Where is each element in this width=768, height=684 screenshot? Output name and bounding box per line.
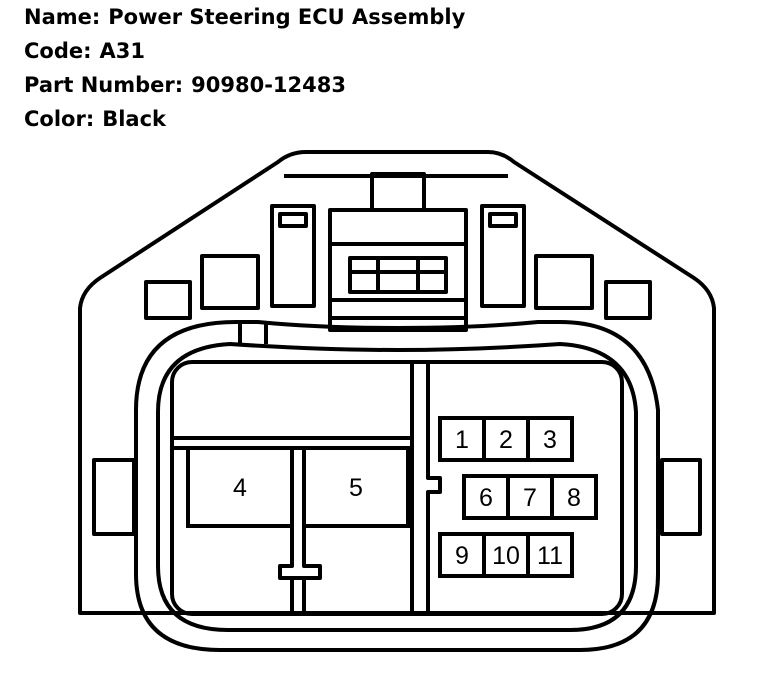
name-value: Power Steering ECU Assembly	[108, 5, 466, 29]
connector-housing-outline	[78, 150, 716, 615]
name-label: Name:	[24, 5, 101, 29]
color-value: Black	[102, 107, 167, 131]
latch-top	[370, 172, 426, 210]
part-number-value: 90980-12483	[191, 73, 346, 97]
pin-label-9: 9	[455, 542, 469, 570]
upper-tab-right-slot	[488, 212, 518, 228]
pin-label-1: 1	[455, 426, 469, 454]
name-row: Name: Power Steering ECU Assembly	[24, 0, 465, 34]
code-row: Code: A31	[24, 34, 465, 68]
upper-tab-left	[270, 204, 316, 308]
connector-info: Name: Power Steering ECU Assembly Code: A3…	[24, 0, 465, 136]
color-label: Color:	[24, 107, 95, 131]
terminal-5	[302, 446, 410, 528]
terminal-11	[526, 532, 574, 578]
cavity-partition	[410, 362, 442, 614]
code-value: A31	[99, 39, 145, 63]
pin-label-2: 2	[499, 426, 513, 454]
latch-frame	[328, 208, 468, 246]
pin-label-4: 4	[233, 474, 247, 502]
boss-right-inner	[534, 254, 594, 310]
pin-label-8: 8	[567, 484, 581, 512]
center-post	[278, 448, 322, 614]
color-row: Color: Black	[24, 102, 465, 136]
upper-tab-right	[480, 204, 526, 308]
pin-label-10: 10	[492, 542, 520, 570]
connector-shroud-outer	[134, 320, 660, 652]
code-label: Code:	[24, 39, 92, 63]
terminal-cavity	[170, 360, 624, 616]
terminal-8	[550, 474, 598, 520]
connector-shroud-inner	[156, 342, 638, 632]
upper-tab-left-slot	[278, 212, 308, 228]
boss-right-outer	[604, 280, 652, 320]
pin-label-5: 5	[349, 474, 363, 502]
part-number-row: Part Number: 90980-12483	[24, 68, 465, 102]
pin-label-7: 7	[523, 484, 537, 512]
latch-grid	[348, 256, 448, 294]
side-clip-right	[660, 458, 702, 536]
part-number-label: Part Number:	[24, 73, 184, 97]
pin-label-6: 6	[479, 484, 493, 512]
pin-label-3: 3	[543, 426, 557, 454]
terminal-3	[526, 416, 574, 462]
pin-label-11: 11	[537, 542, 563, 570]
boss-left-outer	[144, 280, 192, 320]
side-clip-left	[92, 458, 136, 536]
boss-left-inner	[200, 254, 260, 310]
terminal-4	[186, 446, 294, 528]
